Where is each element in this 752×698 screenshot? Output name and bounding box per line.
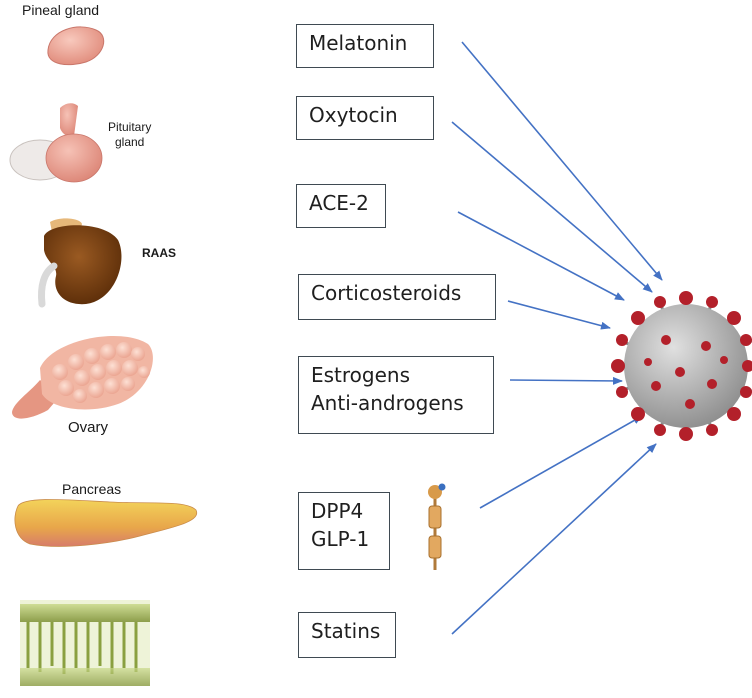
box-melatonin-label: Melatonin — [309, 31, 408, 55]
dpp4-receptor-icon — [428, 483, 446, 570]
label-pancreas: Pancreas — [62, 481, 122, 497]
pancreas-icon — [14, 499, 198, 547]
arrow-estrogens — [509, 376, 623, 385]
box-oxytocin: Oxytocin — [296, 96, 434, 140]
label-pituitary-gland: Pituitary gland — [108, 120, 151, 150]
label-pituitary-line1: Pituitary — [108, 120, 152, 134]
arrow-statins — [451, 443, 657, 635]
ovary-icon — [12, 335, 153, 419]
box-statins-label: Statins — [311, 619, 381, 643]
box-melatonin: Melatonin — [296, 24, 434, 68]
label-ovary: Ovary — [68, 419, 109, 436]
label-pituitary-line2: gland — [114, 135, 145, 149]
box-dpp4-line1: DPP4 — [311, 499, 364, 523]
box-ace2-label: ACE-2 — [309, 191, 369, 215]
arrow-ace2 — [457, 211, 625, 301]
label-pineal-gland: Pineal gland — [22, 2, 100, 18]
kidney-icon — [38, 218, 122, 308]
cell-membrane-icon — [20, 600, 150, 686]
coronavirus-icon — [611, 291, 752, 441]
label-raas: RAAS — [142, 246, 177, 260]
box-estrogens: Estrogens Anti-androgens — [298, 356, 494, 434]
box-estrogens-line1: Estrogens — [311, 363, 411, 387]
box-oxytocin-label: Oxytocin — [309, 103, 398, 127]
box-dpp4-line2: GLP-1 — [311, 527, 370, 551]
box-corticosteroids: Corticosteroids — [298, 274, 496, 320]
arrow-corticosteroids — [507, 300, 611, 330]
box-ace2: ACE-2 — [296, 184, 386, 228]
box-corticosteroids-label: Corticosteroids — [311, 281, 462, 305]
arrow-melatonin — [461, 41, 663, 281]
box-dpp4: DPP4 GLP-1 — [298, 492, 390, 570]
box-estrogens-line2: Anti-androgens — [311, 391, 464, 415]
arrow-dpp4 — [479, 415, 643, 509]
pituitary-gland-icon — [9, 103, 103, 183]
pineal-gland-icon — [47, 26, 105, 66]
box-statins: Statins — [298, 612, 396, 658]
arrow-oxytocin — [451, 121, 653, 293]
